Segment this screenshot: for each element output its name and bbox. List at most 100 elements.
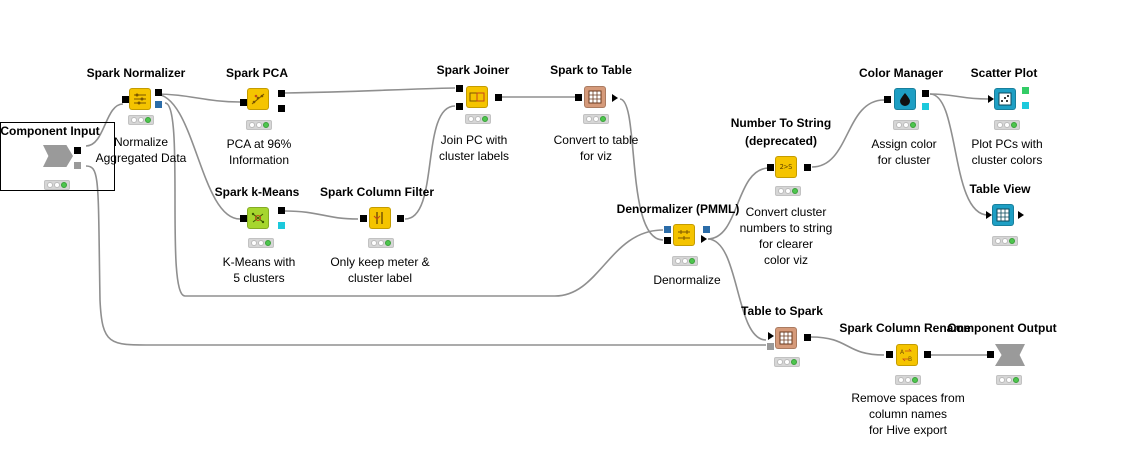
color-manager-out-port[interactable] <box>922 90 929 97</box>
connection-kmeans-to-columnfilter[interactable] <box>284 210 359 220</box>
node-title-spark-to-table: Spark to Table <box>550 63 632 77</box>
connection-input-to-tabletospark[interactable] <box>85 165 766 346</box>
denormalizer-icon <box>678 230 690 240</box>
denormalizer-pmml-out-port[interactable] <box>703 226 710 233</box>
node-title-spark-column-filter: Spark Column Filter <box>319 185 435 199</box>
spark-joiner-out-port[interactable] <box>495 94 502 101</box>
component-input-icon[interactable] <box>43 145 73 167</box>
scatter-plot-in-port[interactable] <box>988 95 994 103</box>
spark-normalizer-in-port[interactable] <box>122 96 129 103</box>
spark-kmeans-out-port[interactable] <box>278 207 285 214</box>
scatter-plot-color-port[interactable] <box>1022 102 1029 109</box>
connection-tabletospark-to-columnrename[interactable] <box>810 336 885 356</box>
spark-normalizer-node[interactable] <box>129 88 151 110</box>
status-lights-number-to-string <box>775 186 801 196</box>
node-desc-spark-column-filter-1: Only keep meter & <box>330 255 430 269</box>
node-title-number-to-string: Number To String <box>730 116 832 130</box>
spark-column-filter-out-port[interactable] <box>397 215 404 222</box>
node-desc-spark-to-table-1: Convert to table <box>553 133 639 147</box>
spark-to-table-in-port[interactable] <box>575 94 582 101</box>
connection-numbertostring-to-colormanager[interactable] <box>811 99 885 168</box>
denormalizer-data-in-port[interactable] <box>664 237 671 244</box>
node-desc-color-manager-2: for cluster <box>877 153 931 167</box>
connection-denormalizer-to-tabletospark[interactable] <box>707 238 767 341</box>
spark-kmeans-model-port[interactable] <box>278 222 285 229</box>
status-lights-color-manager <box>893 120 919 130</box>
node-desc-spark-pca-2: Information <box>228 153 290 167</box>
connection-colormanager-to-tableview[interactable] <box>929 93 989 216</box>
table-to-spark-in-port[interactable] <box>768 332 774 340</box>
connection-sparktotable-to-denormalizer[interactable] <box>619 98 664 241</box>
component-output-icon[interactable] <box>995 344 1025 366</box>
spark-joiner-in-port-1[interactable] <box>456 85 463 92</box>
scatter-icon <box>998 92 1012 106</box>
component-output-in-port[interactable] <box>987 351 994 358</box>
denormalizer-out-port[interactable] <box>701 235 707 243</box>
color-manager-model-port[interactable] <box>922 103 929 110</box>
table-view-in-port[interactable] <box>986 211 992 219</box>
spark-to-table-node[interactable] <box>584 86 606 108</box>
node-title-scatter-plot: Scatter Plot <box>970 66 1038 80</box>
spark-normalizer-out-port[interactable] <box>155 89 162 96</box>
spark-joiner-in-port-2[interactable] <box>456 103 463 110</box>
node-desc-spark-column-rename-1: Remove spaces from <box>851 391 965 405</box>
spark-column-rename-in-port[interactable] <box>886 351 893 358</box>
table-view-node[interactable] <box>992 204 1014 226</box>
spark-pca-node[interactable] <box>247 88 269 110</box>
column-filter-icon <box>373 212 383 224</box>
node-desc-spark-to-table-2: for viz <box>579 149 612 163</box>
spark-column-rename-out-port[interactable] <box>924 351 931 358</box>
number-to-string-node[interactable]: 2>S <box>775 156 797 178</box>
node-desc-spark-column-filter-2: cluster label <box>347 271 413 285</box>
component-input-port-1[interactable] <box>74 147 81 154</box>
status-lights-component-input <box>44 180 70 190</box>
node-desc-spark-normalizer-1: Normalize <box>113 135 168 149</box>
spark-pca-in-port[interactable] <box>240 99 247 106</box>
table-to-spark-context-port[interactable] <box>767 343 774 350</box>
node-desc-color-manager-1: Assign color <box>871 137 937 151</box>
connection-normalizer-to-pca[interactable] <box>154 93 241 103</box>
node-title-table-view: Table View <box>969 182 1031 196</box>
table-to-spark-node[interactable] <box>775 327 797 349</box>
spark-column-filter-in-port[interactable] <box>360 215 367 222</box>
table-view-out-port[interactable] <box>1018 211 1024 219</box>
table-icon <box>996 208 1010 222</box>
connection-pca-to-joiner[interactable] <box>284 87 456 94</box>
connection-normalizer-pmml-to-denormalizer[interactable] <box>164 102 664 297</box>
status-lights-spark-pca <box>246 120 272 130</box>
number-to-string-in-port[interactable] <box>767 164 774 171</box>
connection-normalizer-to-kmeans[interactable] <box>154 93 241 220</box>
scatter-plot-view-port[interactable] <box>1022 87 1029 94</box>
connection-columnfilter-to-joiner[interactable] <box>404 105 456 220</box>
spark-joiner-node[interactable] <box>466 86 488 108</box>
table-to-spark-out-port[interactable] <box>804 334 811 341</box>
node-title-spark-column-rename: Spark Column Rename <box>839 321 971 335</box>
node-title-component-output: Component Output <box>947 321 1057 335</box>
color-manager-node[interactable] <box>894 88 916 110</box>
spark-kmeans-in-port[interactable] <box>240 215 247 222</box>
spark-pca-out-port-2[interactable] <box>278 105 285 112</box>
scatter-plot-node[interactable] <box>994 88 1016 110</box>
denormalizer-model-in-port[interactable] <box>664 226 671 233</box>
spark-normalizer-model-port[interactable] <box>155 101 162 108</box>
connection-denormalizer-to-numbertostring[interactable] <box>707 167 769 240</box>
spark-to-table-out-port[interactable] <box>612 94 618 102</box>
status-lights-spark-joiner <box>465 114 491 124</box>
pca-icon <box>251 93 265 105</box>
spark-kmeans-node[interactable] <box>247 207 269 229</box>
number-to-string-out-port[interactable] <box>804 164 811 171</box>
connection-colormanager-to-scatterplot[interactable] <box>929 93 989 100</box>
node-title-denormalizer: Denormalizer (PMML) <box>616 202 740 216</box>
spark-pca-out-port-1[interactable] <box>278 90 285 97</box>
component-input-port-2[interactable] <box>74 162 81 169</box>
spark-column-filter-node[interactable] <box>369 207 391 229</box>
node-desc-spark-column-rename-3: for Hive export <box>868 423 948 437</box>
status-lights-spark-normalizer <box>128 115 154 125</box>
denormalizer-node[interactable] <box>673 224 695 246</box>
connection-input-to-normalizer[interactable] <box>85 103 124 147</box>
node-desc-number-to-string-1: Convert cluster <box>745 205 827 219</box>
color-manager-in-port[interactable] <box>884 96 891 103</box>
node-title-table-to-spark: Table to Spark <box>741 304 823 318</box>
